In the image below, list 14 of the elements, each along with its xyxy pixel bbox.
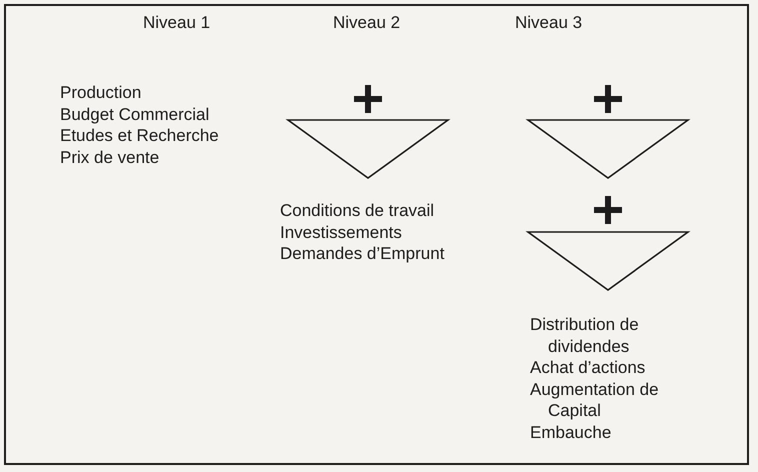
level-heading: Niveau 3 xyxy=(515,12,582,34)
level-heading: Niveau 1 xyxy=(143,12,210,34)
list-item: Budget Commercial xyxy=(60,104,210,125)
list-item: Augmentation de Capital xyxy=(530,378,660,422)
list-item: Embauche xyxy=(530,422,612,443)
list-item: Achat d’actions xyxy=(530,357,646,378)
list-item: Demandes d’Emprunt xyxy=(280,243,444,264)
list-item: Conditions de travail xyxy=(280,200,434,222)
list-item: Investissements xyxy=(280,222,402,243)
level-heading: Niveau 2 xyxy=(333,12,400,34)
list-item: Distribution de dividendes xyxy=(530,314,640,357)
list-item: Etudes et Recherche xyxy=(60,125,219,146)
list-item: Prix de vente xyxy=(60,146,160,168)
list-item: Production xyxy=(60,82,142,104)
